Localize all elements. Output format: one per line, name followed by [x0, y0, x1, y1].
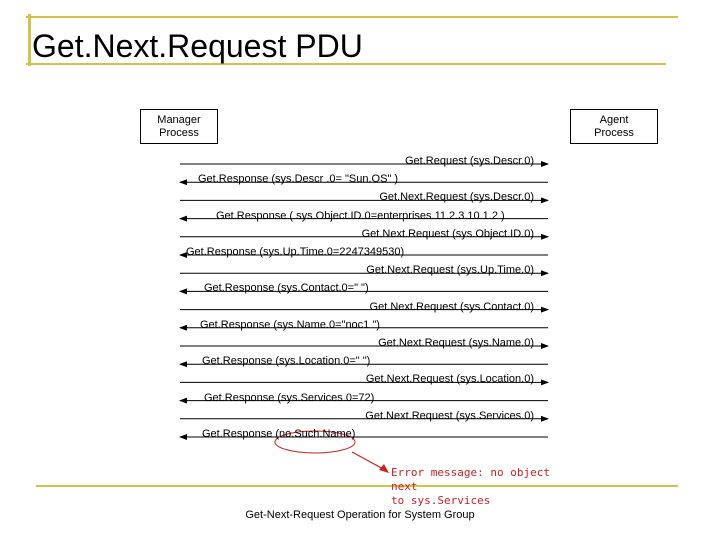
response-label: Get.Response (sys.Contact.0=" ") [204, 282, 369, 295]
response-label: Get.Response (sys.Location.0=" ") [202, 355, 371, 368]
title-rule-bottom [26, 63, 666, 65]
request-label: Get.Next.Request (sys.Contact.0) [369, 300, 534, 313]
request-label: Get.Request (sys.Descr.0) [405, 155, 534, 167]
request-label: Get.Next.Request (sys.Name.0) [378, 337, 534, 349]
no-such-name-highlight [274, 430, 356, 454]
figure-caption: Get-Next-Request Operation for System Gr… [245, 509, 475, 521]
agent-process-box: Agent Process [570, 109, 658, 144]
manager-process-box: Manager Process [140, 109, 218, 144]
request-label: Get.Next.Request (sys.Services.0) [365, 409, 534, 422]
slide-title: Get.Next.Request PDU [32, 28, 363, 64]
response-label: Get.Response (sys.Descr .0= "Sun.OS" ) [198, 173, 399, 186]
request-label: Get.Next.Request (sys.Object.ID.0) [361, 227, 534, 240]
response-label: Get.Response (sys.Services.0=72) [204, 391, 375, 404]
error-note: Error message: no object next to sys.Ser… [391, 466, 550, 507]
response-label: Get.Response (sys.Name.0="noc1 ") [200, 318, 380, 331]
error-pointer-head [379, 464, 389, 473]
response-label: Get.Response (sys.Up.Time.0=2247349530) [186, 246, 405, 258]
request-label: Get.Next.Request (sys.Up.Time.0) [366, 264, 534, 277]
request-label: Get.Next.Request (sys.Location.0) [365, 373, 534, 386]
response-label: Get.Response ( sys.Object.ID.0=enterpris… [216, 209, 505, 222]
title-rule-top [26, 16, 678, 18]
title-rule-left [28, 14, 31, 66]
footer-rule [36, 485, 678, 487]
response-label: Get.Response (no.Such.Name) [202, 428, 356, 440]
request-label: Get.Next.Request (sys.Descr.0) [379, 191, 534, 204]
error-pointer-line [351, 451, 386, 471]
